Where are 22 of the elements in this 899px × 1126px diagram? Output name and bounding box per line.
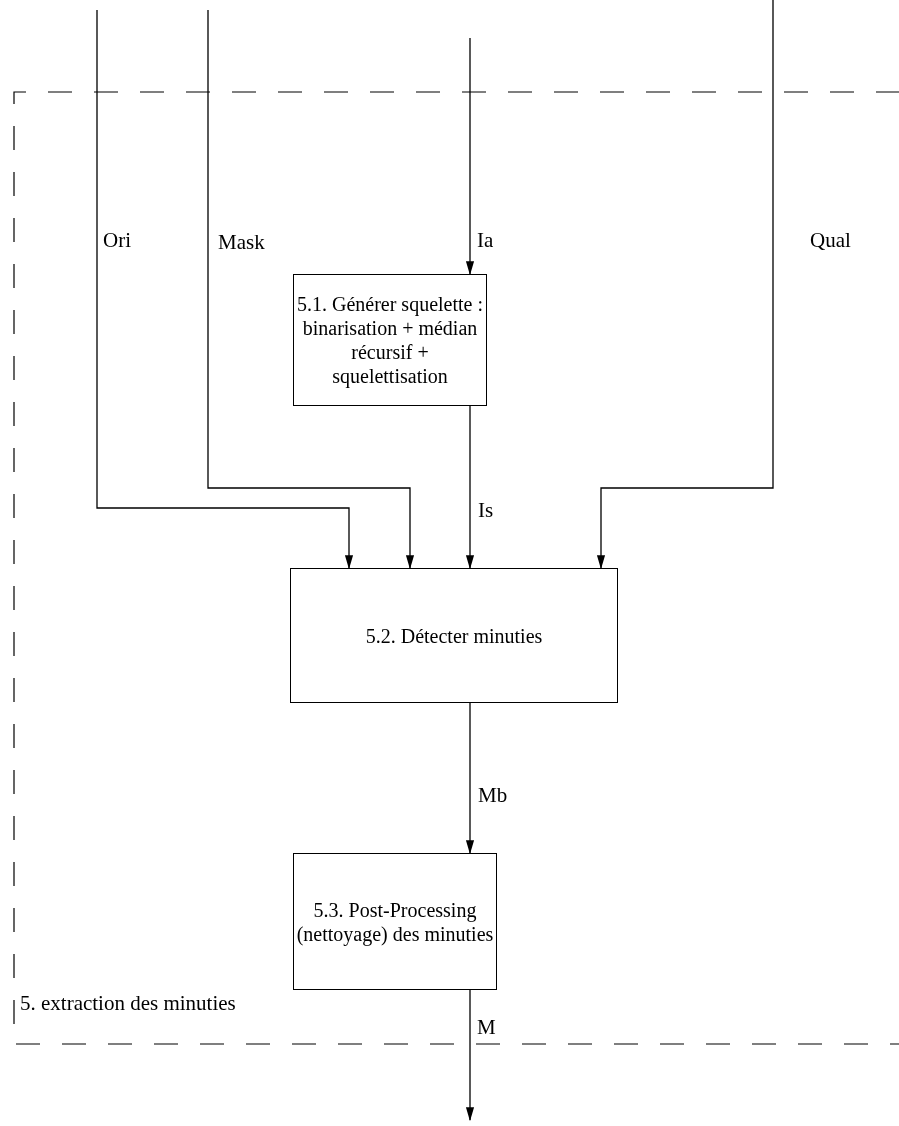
arrow — [465, 989, 475, 1122]
edge-label: Mb — [478, 783, 508, 808]
process-label: 5.3. Post-Processing (nettoyage) des minuties — [296, 897, 494, 946]
process-box — [290, 568, 618, 703]
arrow — [596, 0, 774, 570]
arrow — [207, 9, 415, 570]
edge-label: Is — [478, 498, 494, 523]
edge-label: Qual — [810, 228, 851, 253]
dashed-group-frame — [14, 92, 899, 1044]
edge-label: Ori — [103, 228, 131, 253]
edge-label: Ia — [477, 228, 494, 253]
arrow — [465, 37, 475, 276]
process-label: 5.2. Détecter minuties — [365, 623, 543, 648]
process-label: 5.1. Générer squelette : binarisation + médian récursif + squelettisation — [296, 292, 484, 388]
edge-label: Mask — [218, 230, 265, 255]
edge-label: M — [477, 1015, 496, 1040]
process-box — [293, 274, 487, 406]
group-label: 5. extraction des minuties — [20, 991, 236, 1016]
process-box — [293, 853, 497, 990]
arrow — [465, 702, 475, 855]
arrow — [465, 405, 475, 570]
arrow — [96, 9, 354, 570]
